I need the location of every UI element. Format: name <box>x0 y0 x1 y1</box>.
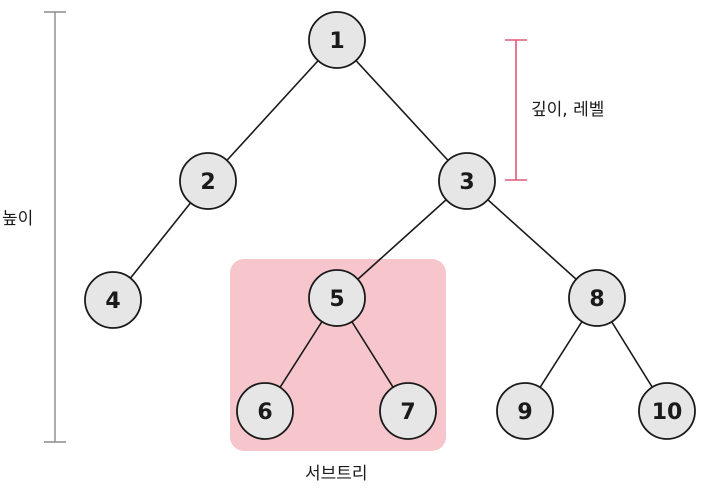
edge-n1-n3 <box>336 39 468 182</box>
depth-level-label: 깊이, 레벨 <box>531 100 604 120</box>
node-label: 5 <box>329 287 344 312</box>
node-circle <box>568 269 626 327</box>
tree-node-6: 6 <box>236 382 294 440</box>
node-label: 4 <box>105 289 120 314</box>
depth-level-bracket <box>505 39 527 181</box>
tree-node-1: 1 <box>308 11 366 69</box>
node-label: 9 <box>517 400 532 425</box>
node-circle <box>308 11 366 69</box>
edge-n3-n8 <box>466 180 598 299</box>
node-circle <box>236 382 294 440</box>
tree-node-3: 3 <box>438 152 496 210</box>
tree-nodes: 1 2 3 4 5 8 6 7 9 10 <box>84 11 696 440</box>
node-label: 2 <box>200 170 215 195</box>
node-label: 10 <box>652 400 683 425</box>
tree-node-4: 4 <box>84 271 142 329</box>
tree-node-5: 5 <box>308 269 366 327</box>
subtree-label: 서브트리 <box>305 464 368 484</box>
tree-node-8: 8 <box>568 269 626 327</box>
edge-n1-n2 <box>207 39 338 182</box>
node-circle <box>438 152 496 210</box>
height-bracket <box>44 11 66 443</box>
node-circle <box>638 382 696 440</box>
tree-node-7: 7 <box>379 382 437 440</box>
tree-node-9: 9 <box>496 382 554 440</box>
node-circle <box>496 382 554 440</box>
node-label: 1 <box>329 29 344 54</box>
node-label: 3 <box>459 170 474 195</box>
node-label: 6 <box>257 400 272 425</box>
node-label: 7 <box>400 400 415 425</box>
edge-n3-n5 <box>336 180 468 299</box>
height-label: 높이 <box>2 209 33 229</box>
node-circle <box>84 271 142 329</box>
tree-node-2: 2 <box>179 152 237 210</box>
node-circle <box>379 382 437 440</box>
node-label: 8 <box>589 287 604 312</box>
tree-node-10: 10 <box>638 382 696 440</box>
node-circle <box>308 269 366 327</box>
node-circle <box>179 152 237 210</box>
